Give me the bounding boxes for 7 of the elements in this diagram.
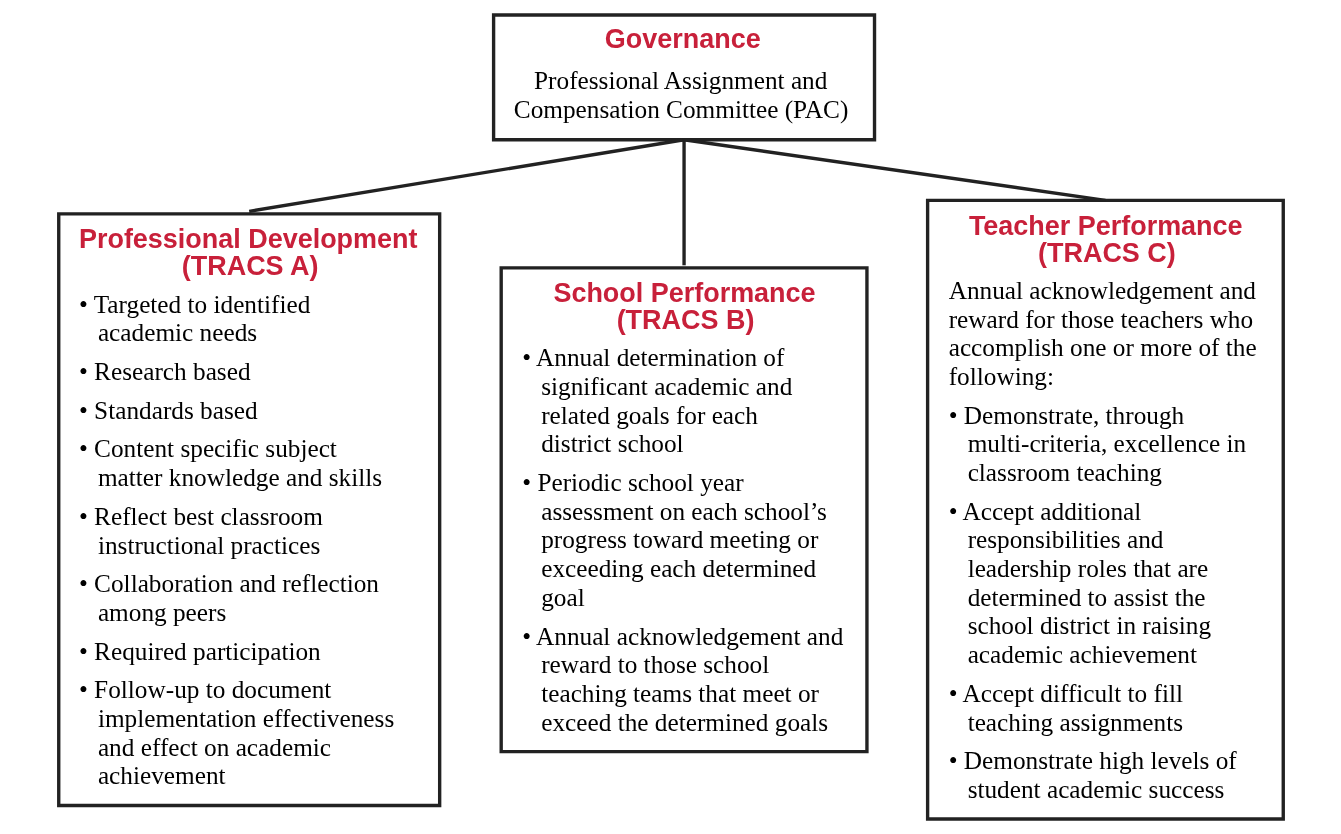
node-box: Governance Professional Assignment and Compensation Committee (PAC) (491, 13, 876, 142)
node-box: Professional Development (TRACS A) • Targeted to identified academic needs • Research based • Standards based • Content specific subject matter knowledge and skills • Reflect best classroom instructional practices • Collaboration and reflection among peers • Required participation • Follow-up to document implementation effectiveness and effect on academic achievement (56, 212, 441, 808)
node-box: School Performance (TRACS B) • Annual determination of significant academic and related goals for each district school • Periodic school year assessment on each school’s progress toward meeting or exceeding each determined goal • Annual acknowledgement and reward to those school teaching teams that meet or exceed the determined goals (499, 266, 869, 754)
connector (248, 138, 684, 214)
node-box: Teacher Performance (TRACS C) Annual acknowledgement and reward for those teachers who accomplish one or more of the following: • Demonstrate, through multi-criteria, excellence in classroom teaching • Accept additional responsibilities and leadership roles that are determined to assist the school district in raising academic achievement • Accept difficult to fill teaching assignments • Demonstrate high levels of student academic success (925, 198, 1285, 821)
connector (681, 139, 686, 266)
connector (683, 138, 1106, 203)
